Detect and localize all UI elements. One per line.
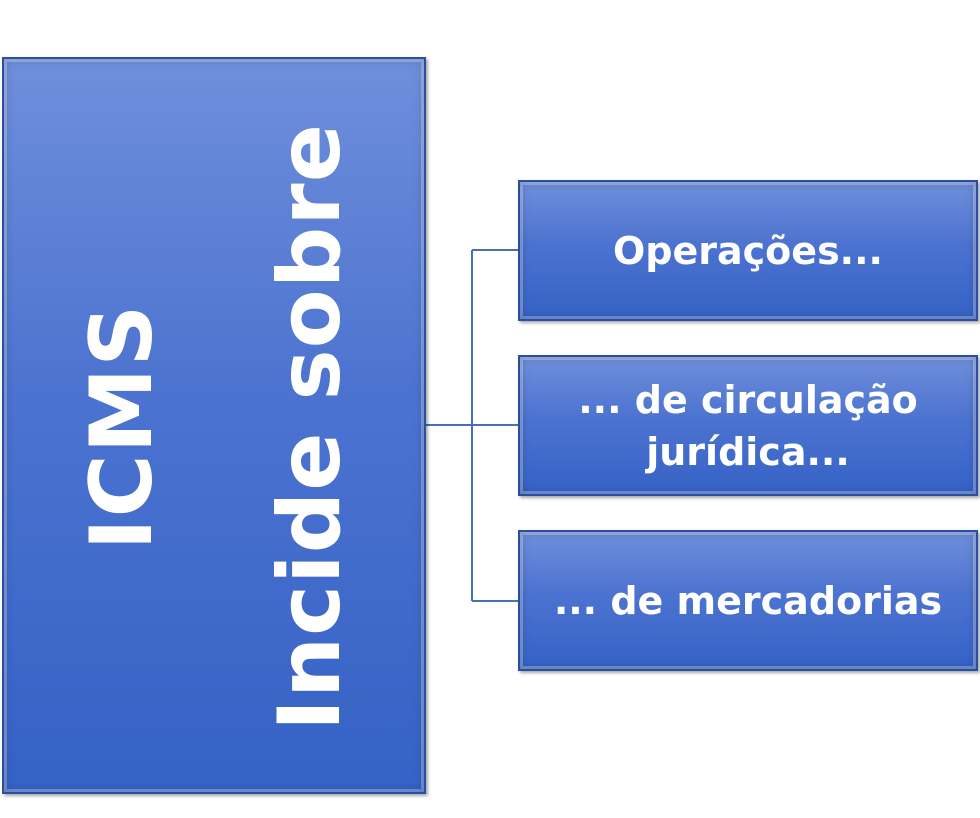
root-node-subtitle: Incide sobre	[260, 122, 360, 732]
child-node-line: ... de circulação	[578, 377, 918, 422]
root-node-label: ICMS Incide sobre	[28, 123, 404, 731]
child-node-operacoes: Operações...	[518, 180, 978, 321]
root-node-icms: ICMS Incide sobre	[2, 57, 426, 794]
child-node-line: jurídica...	[646, 429, 850, 474]
root-node-title: ICMS	[72, 303, 172, 551]
child-node-line: ... de mercadorias	[553, 578, 943, 623]
child-node-circulacao: ... de circulação jurídica...	[518, 355, 978, 496]
child-node-label: Operações...	[613, 225, 883, 277]
child-node-label: ... de mercadorias	[554, 575, 942, 627]
child-node-line: Operações...	[613, 228, 883, 273]
child-node-label: ... de circulação jurídica...	[578, 374, 918, 478]
child-node-mercadorias: ... de mercadorias	[518, 530, 978, 671]
